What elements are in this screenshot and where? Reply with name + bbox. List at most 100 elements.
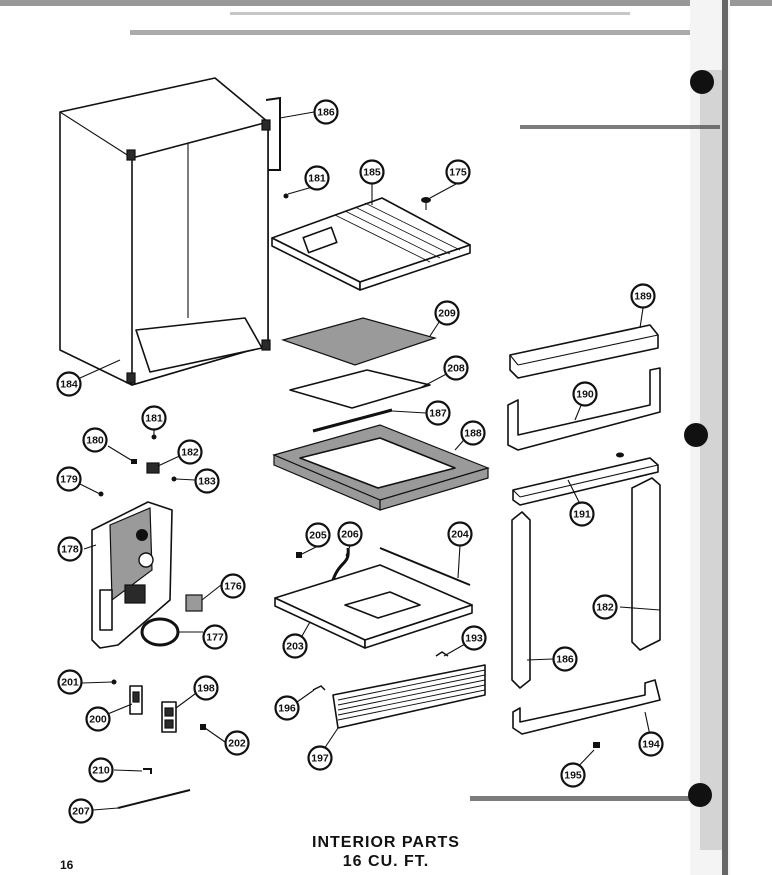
callout-number: 187 (429, 408, 447, 420)
callout-number: 179 (60, 474, 78, 486)
control-housing (91, 501, 173, 649)
long-rod (117, 789, 191, 809)
callout-number: 176 (224, 581, 242, 593)
part-callout: 179 (56, 466, 82, 492)
part-callout: 204 (447, 521, 473, 547)
clip (296, 552, 302, 558)
callout-number: 191 (573, 509, 591, 521)
callout-number: 184 (60, 379, 78, 391)
part-callout: 196 (274, 695, 300, 721)
callout-number: 183 (198, 476, 216, 488)
door-shelf-rail-middle (512, 452, 659, 506)
callout-number: 206 (341, 529, 359, 541)
part-callout: 200 (85, 706, 111, 732)
callout-number: 198 (197, 683, 215, 695)
part-callout: 195 (560, 762, 586, 788)
part-callout: 175 (445, 159, 471, 185)
shelf-screw (421, 197, 431, 210)
glass-shelf-panel (289, 369, 431, 409)
callout-number: 195 (564, 770, 582, 782)
callout-circle (224, 730, 250, 756)
bracket-screw (111, 679, 117, 685)
crisper-wire (379, 547, 471, 586)
bin-screw (593, 742, 600, 748)
crisper-end-cap (312, 685, 326, 691)
crisper-cover-frame (272, 424, 490, 511)
part-callout: 182 (592, 594, 618, 620)
control-screw (98, 491, 104, 497)
part-callout: 177 (202, 624, 228, 650)
switch-fastener (200, 724, 206, 730)
callout-circle (282, 633, 308, 659)
part-callout: 194 (638, 731, 664, 757)
callout-number: 196 (278, 703, 296, 715)
callout-circle (177, 439, 203, 465)
small-fastener-top (283, 193, 289, 199)
liner-top-bracket (265, 96, 281, 171)
callout-number: 188 (464, 428, 482, 440)
door-bottom-bin (512, 679, 661, 735)
lamp-socket (129, 685, 143, 715)
callout-circle (68, 798, 94, 824)
callout-number: 190 (576, 389, 594, 401)
callout-number: 186 (556, 654, 574, 666)
part-callout: 187 (425, 400, 451, 426)
callout-circle (313, 99, 339, 125)
callout-circle (274, 695, 300, 721)
callout-circle (56, 466, 82, 492)
part-callout: 189 (630, 283, 656, 309)
crisper-pan (274, 564, 473, 649)
wire-clip (143, 768, 152, 774)
callout-circle (552, 646, 578, 672)
part-callout: 181 (304, 165, 330, 191)
callout-circle (461, 625, 487, 651)
hinge-hardware (131, 434, 177, 482)
part-callout: 197 (307, 745, 333, 771)
part-callout: 210 (88, 757, 114, 783)
callout-circle (638, 731, 664, 757)
part-callout: 203 (282, 633, 308, 659)
page-number: 16 (60, 858, 74, 872)
part-callout: 191 (569, 501, 595, 527)
callout-number: 210 (92, 765, 110, 777)
callout-number: 193 (465, 633, 483, 645)
callout-number: 197 (311, 753, 329, 765)
insulation-pad (280, 317, 438, 366)
callout-number: 189 (634, 291, 652, 303)
callout-circle (560, 762, 586, 788)
callout-number: 207 (72, 806, 90, 818)
callout-circle (141, 405, 167, 431)
callout-number: 181 (308, 173, 326, 185)
callout-circle (304, 165, 330, 191)
callout-circle (194, 468, 220, 494)
callout-circle (425, 400, 451, 426)
callout-circle (443, 355, 469, 381)
callout-circle (220, 573, 246, 599)
callout-number: 200 (89, 714, 107, 726)
part-callout: 207 (68, 798, 94, 824)
light-lens (140, 617, 180, 647)
callout-circle (56, 371, 82, 397)
part-callout: 178 (57, 536, 83, 562)
callout-number: 177 (206, 632, 224, 644)
callout-circle (337, 521, 363, 547)
callout-number: 175 (449, 167, 467, 179)
callout-circle (307, 745, 333, 771)
part-callout: 190 (572, 381, 598, 407)
part-callout: 188 (460, 420, 486, 446)
part-callout: 180 (82, 427, 108, 453)
callout-circle (572, 381, 598, 407)
callout-number: 180 (86, 435, 104, 447)
callout-circle (57, 536, 83, 562)
callout-number: 204 (451, 529, 469, 541)
diagram-title: INTERIOR PARTS (312, 834, 460, 851)
part-callout: 181 (141, 405, 167, 431)
part-callout: 176 (220, 573, 246, 599)
part-callout: 183 (194, 468, 220, 494)
part-callout: 201 (57, 669, 83, 695)
door-trim-left (511, 511, 531, 689)
callout-circle (592, 594, 618, 620)
callout-number: 182 (181, 447, 199, 459)
